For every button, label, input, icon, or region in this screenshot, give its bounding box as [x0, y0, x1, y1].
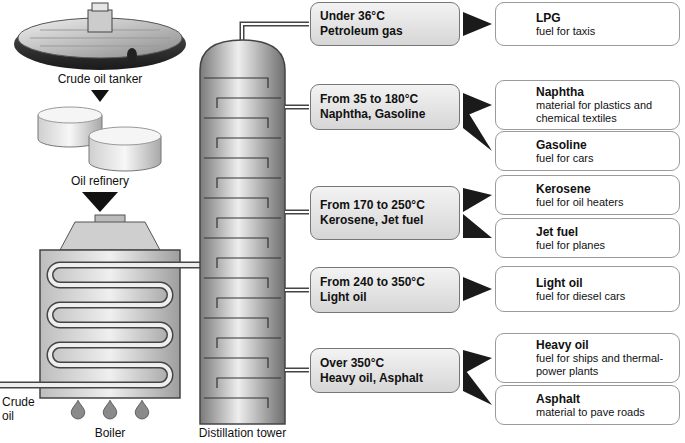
product-box: LPGfuel for taxis — [495, 2, 680, 46]
temperature-box: From 35 to 180°CNaphtha, Gasoline — [310, 84, 460, 130]
temperature-box: Under 36°CPetroleum gas — [310, 2, 460, 46]
product-box: Kerosenefuel for oil heaters — [495, 175, 680, 215]
fraction-name: Heavy oil, Asphalt — [320, 371, 450, 386]
product-use: fuel for oil heaters — [536, 196, 673, 209]
storage-tanks — [38, 107, 102, 123]
temperature-range: Over 350°C — [320, 356, 450, 371]
flow-arrow — [463, 214, 492, 238]
storage-tanks — [89, 127, 161, 145]
temperature-range: Under 36°C — [320, 9, 450, 24]
product-use: fuel for ships and thermal-power plants — [536, 352, 673, 378]
boiler-illustration — [0, 265, 201, 385]
product-use: fuel for taxis — [536, 25, 673, 38]
product-name: Gasoline — [536, 138, 673, 152]
part-label: Crude oil tanker — [40, 72, 160, 86]
boiler-illustration — [135, 400, 149, 419]
temperature-range: From 35 to 180°C — [320, 92, 450, 107]
flow-arrow — [463, 367, 492, 405]
part-label: Boiler — [75, 426, 145, 440]
boiler-illustration — [60, 222, 160, 250]
fraction-name: Kerosene, Jet fuel — [320, 213, 450, 228]
flow-arrow — [463, 104, 492, 151]
flow-arrow — [463, 277, 492, 301]
flow-arrow — [463, 350, 492, 374]
temperature-box: Over 350°CHeavy oil, Asphalt — [310, 348, 460, 393]
flow-arrow — [91, 90, 109, 102]
tanker-illustration — [127, 48, 137, 62]
product-box: Jet fuelfuel for planes — [495, 218, 680, 258]
temperature-box: From 240 to 350°CLight oil — [310, 267, 460, 313]
product-name: Jet fuel — [536, 225, 673, 239]
distillation-tower — [285, 107, 309, 370]
product-box: Gasolinefuel for cars — [495, 131, 680, 171]
flow-arrow — [463, 12, 492, 36]
product-box: Light oilfuel for diesel cars — [495, 266, 680, 312]
part-label: Distillation tower — [185, 426, 300, 440]
boiler-illustration — [71, 400, 85, 419]
temperature-box: From 170 to 250°CKerosene, Jet fuel — [310, 186, 460, 240]
flow-arrow — [463, 188, 492, 212]
tanker-illustration — [88, 10, 112, 32]
part-label: Crude oil — [2, 395, 38, 423]
product-use: material for plastics and chemical texti… — [536, 99, 673, 125]
distillation-tower — [285, 107, 309, 370]
fraction-name: Naphtha, Gasoline — [320, 107, 450, 122]
temperature-range: From 240 to 350°C — [320, 275, 450, 290]
fraction-name: Light oil — [320, 290, 450, 305]
distillation-tower — [242, 24, 309, 40]
product-name: Light oil — [536, 276, 673, 290]
product-name: LPG — [536, 11, 673, 25]
product-name: Naphtha — [536, 85, 673, 99]
distillation-tower — [200, 24, 309, 424]
distillation-tower — [242, 24, 309, 40]
distillation-tower — [200, 40, 285, 424]
part-label: Oil refinery — [40, 174, 160, 188]
product-use: fuel for cars — [536, 152, 673, 165]
product-use: material to pave roads — [536, 406, 673, 419]
product-box: Asphaltmaterial to pave roads — [495, 385, 680, 425]
tanker-illustration — [14, 3, 186, 70]
product-name: Kerosene — [536, 182, 673, 196]
temperature-range: From 170 to 250°C — [320, 198, 450, 213]
storage-tanks — [38, 107, 161, 171]
distillation-tower — [204, 78, 281, 408]
flow-arrow — [82, 192, 118, 212]
product-box: Naphthamaterial for plastics and chemica… — [495, 80, 680, 130]
product-name: Heavy oil — [536, 338, 673, 352]
fraction-name: Petroleum gas — [320, 24, 450, 39]
product-name: Asphalt — [536, 392, 673, 406]
product-use: fuel for planes — [536, 239, 673, 252]
boiler-illustration — [0, 215, 201, 419]
product-use: fuel for diesel cars — [536, 290, 673, 303]
boiler-illustration — [0, 265, 201, 385]
product-box: Heavy oilfuel for ships and thermal-powe… — [495, 333, 680, 383]
tanker-illustration — [92, 3, 108, 11]
boiler-illustration — [103, 400, 117, 419]
